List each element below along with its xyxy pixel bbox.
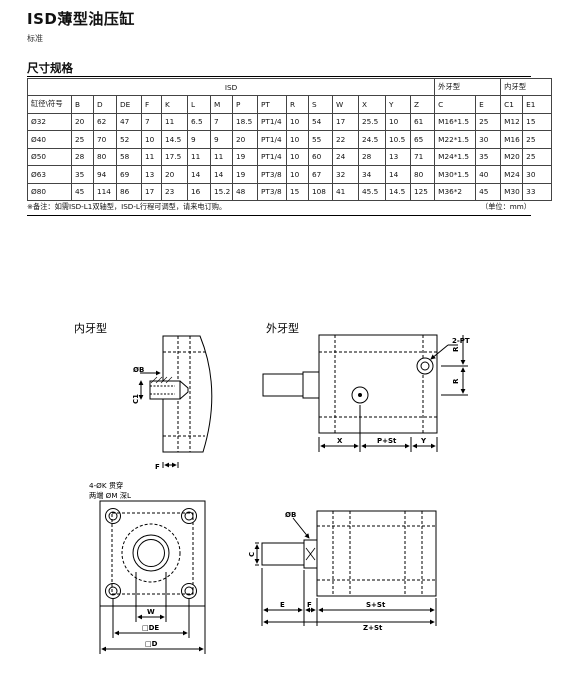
group-header-internal: 内牙型 bbox=[500, 78, 553, 96]
section-title: 尺寸规格 bbox=[27, 61, 73, 75]
table-cell: 45 bbox=[475, 182, 502, 201]
section-rule bbox=[27, 76, 531, 77]
table-cell: 86 bbox=[116, 182, 142, 201]
table-cell: 25 bbox=[522, 147, 553, 166]
dim-F-label: F bbox=[155, 463, 160, 471]
table-cell: 125 bbox=[409, 182, 436, 201]
table-cell: 114 bbox=[93, 182, 117, 201]
table-cell: 23 bbox=[161, 182, 188, 201]
table-bottom-rule bbox=[27, 215, 531, 216]
dim-C1-label: C1 bbox=[132, 394, 140, 404]
external-type-label: 外牙型 bbox=[266, 321, 299, 335]
page-subtitle: 标准 bbox=[27, 34, 43, 43]
hole-note-2: 两端 ØM 深L bbox=[89, 491, 131, 500]
dim-DE-label: □DE bbox=[142, 624, 159, 632]
dim-R2-label: R bbox=[452, 378, 460, 384]
table-cell: 45.5 bbox=[358, 182, 386, 201]
dim-SSt-label: S+St bbox=[366, 601, 386, 609]
table-group-header-row: ISD 外牙型 内牙型 bbox=[26, 78, 553, 96]
dim-B-label: ØB bbox=[133, 366, 144, 374]
bottom-side-view bbox=[254, 510, 437, 626]
dim-X-label: X bbox=[337, 437, 343, 445]
hole-note-1: 4-ØK 贯穿 bbox=[89, 481, 123, 490]
dim-R1-label: R bbox=[452, 346, 460, 352]
internal-type-label: 内牙型 bbox=[74, 321, 107, 335]
end-view bbox=[99, 500, 206, 654]
dim-F2-label: F bbox=[307, 601, 312, 609]
unit-label: （单位：mm） bbox=[481, 202, 531, 211]
internal-section-view bbox=[138, 335, 213, 468]
page-title: ISD薄型油压缸 bbox=[27, 10, 135, 28]
table-cell: 35 bbox=[475, 147, 502, 166]
group-header-isd: ISD bbox=[26, 78, 436, 96]
dim-D-label: □D bbox=[145, 640, 158, 648]
dim-C-label: C bbox=[248, 552, 256, 557]
dim-E-label: E bbox=[280, 601, 285, 609]
footnote: ※备注：如需ISD-L1双轴型，ISD-L行程可调型，请来电订购。 bbox=[27, 202, 227, 211]
table-cell: 25 bbox=[475, 112, 502, 131]
dim-B2-label: ØB bbox=[285, 511, 296, 519]
dim-Y-label: Y bbox=[420, 437, 427, 445]
table-cell: 108 bbox=[308, 182, 333, 201]
table-cell: 33 bbox=[522, 182, 553, 201]
dim-ZSt-label: Z+St bbox=[363, 624, 383, 632]
dim-PSt-label: P+St bbox=[377, 437, 397, 445]
dim-W-label: W bbox=[147, 608, 155, 616]
group-header-external: 外牙型 bbox=[434, 78, 502, 96]
external-side-view bbox=[262, 334, 468, 452]
dim-PT-label: 2-PT bbox=[452, 337, 470, 345]
